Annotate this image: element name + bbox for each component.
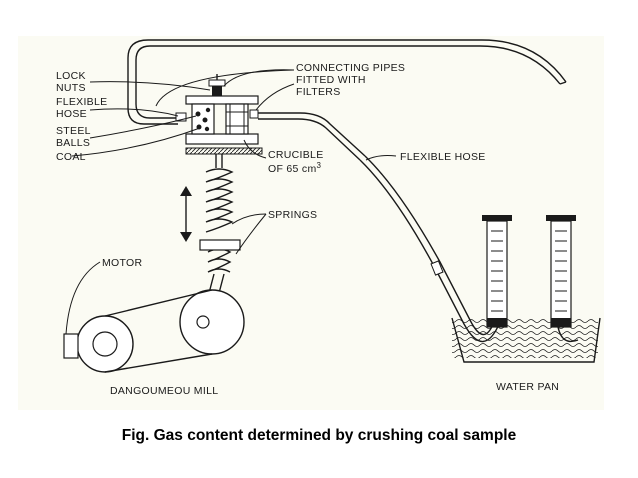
label-springs: SPRINGS [268, 209, 317, 221]
graduated-cylinder-left [482, 215, 512, 328]
leader-lines [65, 69, 397, 335]
top-connecting-pipe [127, 39, 567, 125]
label-crucible-line2: OF 65 cm3 [268, 161, 322, 175]
label-dangoumeou-mill: DANGOUMEOU MILL [110, 385, 218, 397]
mill-base-plate [185, 147, 263, 168]
crucible-volume-exponent: 3 [317, 161, 322, 170]
label-coal: COAL [56, 151, 86, 163]
motor-pulley [63, 315, 134, 373]
label-flexible-hose-line2: HOSE [56, 108, 87, 120]
right-connecting-pipe [258, 112, 366, 161]
label-crucible-line1: CRUCIBLE [268, 149, 324, 161]
label-lock-nuts-line2: NUTS [56, 82, 86, 94]
label-motor: MOTOR [102, 257, 143, 269]
water-pan [451, 317, 601, 363]
drive-belt [104, 289, 213, 373]
label-flexible-hose-line1: FLEXIBLE [56, 96, 107, 108]
label-water-pan: WATER PAN [496, 381, 559, 393]
crucible-assembly [175, 74, 259, 145]
mill-pulley [179, 289, 245, 355]
spring-coil [199, 168, 241, 273]
label-flexible-hose-right: FLEXIBLE HOSE [400, 151, 486, 163]
label-steel-balls-line2: BALLS [56, 137, 90, 149]
label-steel-balls-line1: STEEL [56, 125, 91, 137]
vertical-double-arrow [180, 186, 192, 242]
figure-caption: Fig. Gas content determined by crushing … [121, 427, 517, 444]
crucible-volume: OF 65 cm [268, 163, 317, 175]
label-connecting-pipes-line1: CONNECTING PIPES [296, 62, 405, 74]
label-connecting-pipes-line2: FITTED WITH [296, 74, 366, 86]
graduated-cylinder-right [546, 215, 579, 343]
label-lock-nuts-line1: LOCK [56, 70, 86, 82]
label-connecting-pipes-line3: FILTERS [296, 86, 341, 98]
